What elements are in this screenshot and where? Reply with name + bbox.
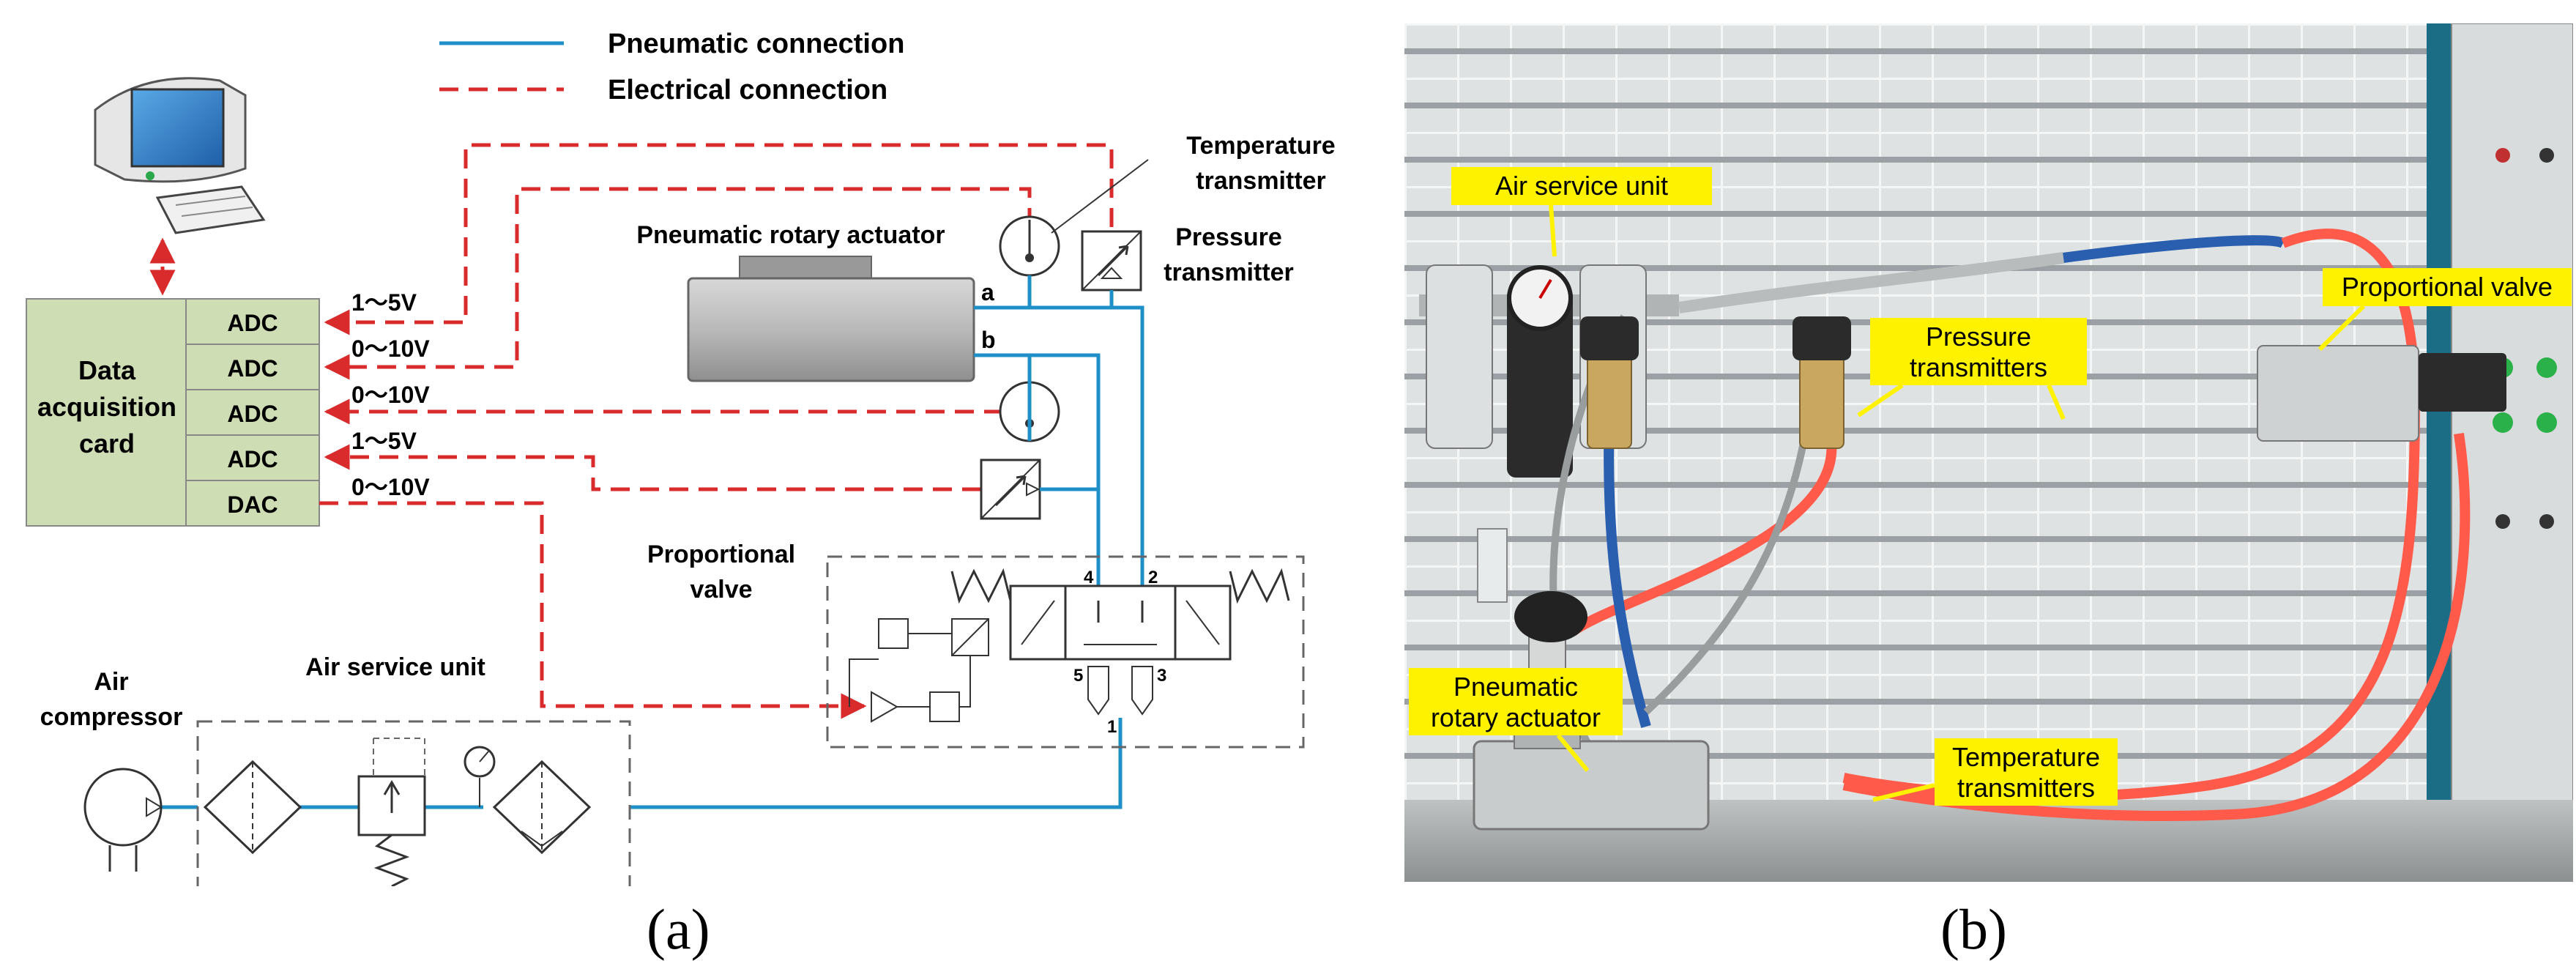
valve-port-label: 5	[1073, 666, 1083, 686]
label-temperature-transmitters: transmitters	[1957, 773, 2095, 803]
pneumatic-connections	[161, 275, 1144, 809]
computer-icon	[94, 77, 266, 234]
temperature-transmitter-leader	[1051, 159, 1149, 234]
valve-port-label: 2	[1148, 568, 1158, 587]
label-pressure-transmitters: Pressure	[1926, 322, 2031, 352]
proportional-valve-label: Proportional	[647, 541, 795, 568]
temperature-transmitter-label: transmitter	[1196, 167, 1326, 195]
air-compressor: Air compressor	[40, 668, 183, 872]
pneumatic-rotary-actuator: Pneumatic rotary actuator a b	[636, 221, 996, 382]
valve-port-label: 1	[1107, 717, 1117, 737]
data-acquisition-card: Data acquisition card ADC ADC ADC ADC DA…	[26, 298, 320, 527]
air-service-unit-photo	[1419, 264, 1679, 478]
legend-electrical-label: Electrical connection	[608, 75, 887, 105]
label-temperature-transmitters: Temperature	[1952, 742, 2100, 772]
label-pressure-transmitters: transmitters	[1910, 352, 2047, 382]
signal-label: 1～5V	[351, 289, 417, 316]
channel-label: ADC	[227, 310, 278, 336]
caption-a: (a)	[647, 897, 710, 961]
air-service-unit-label: Air service unit	[305, 653, 485, 681]
proportional-valve: Proportional valve 4 2 5 3 1	[647, 541, 1305, 749]
caption-b: (b)	[1940, 897, 2007, 961]
rotary-actuator-label: Pneumatic rotary actuator	[636, 221, 945, 249]
port-b-label: b	[981, 327, 996, 353]
daq-title-line-3: card	[79, 428, 135, 459]
air-compressor-label: compressor	[40, 703, 183, 731]
air-service-unit: Air service unit	[196, 653, 631, 886]
experimental-setup-photo: Air service unit Pressure transmitters P…	[1404, 23, 2573, 882]
label-proportional-valve: Proportional valve	[2342, 272, 2553, 302]
valve-port-label: 3	[1157, 666, 1166, 686]
signal-label: 1～5V	[351, 428, 417, 454]
legend: Pneumatic connection Electrical connecti…	[439, 29, 904, 105]
signal-label: 0～10V	[351, 382, 430, 408]
channel-label: ADC	[227, 446, 278, 472]
air-compressor-label: Air	[94, 668, 128, 696]
channel-label: ADC	[227, 355, 278, 382]
pressure-transmitter-label: transmitter	[1164, 259, 1294, 286]
daq-channels: ADC ADC ADC ADC DAC	[186, 310, 319, 518]
temperature-transmitter-label: Temperature	[1186, 132, 1335, 160]
signal-label: 0～10V	[351, 335, 430, 362]
proportional-valve-label: valve	[690, 576, 752, 604]
daq-title-line-1: Data	[78, 355, 136, 385]
pressure-transmitter-top	[1081, 230, 1142, 292]
port-a-label: a	[981, 279, 994, 305]
daq-title-line-2: acquisition	[37, 392, 176, 422]
valve-port-label: 4	[1084, 568, 1094, 587]
label-pneumatic-rotary-actuator: rotary actuator	[1431, 702, 1601, 732]
proportional-valve-photo	[2257, 345, 2506, 442]
channel-label: ADC	[227, 401, 278, 427]
label-air-service-unit: Air service unit	[1495, 171, 1668, 201]
legend-pneumatic-label: Pneumatic connection	[608, 29, 904, 59]
pressure-transmitter-label: Pressure	[1175, 223, 1282, 251]
channel-label: DAC	[227, 491, 278, 518]
photo-labels: Air service unit Pressure transmitters P…	[1409, 167, 2572, 806]
schematic-diagram: Pneumatic connection Electrical connecti…	[26, 29, 1336, 886]
pressure-transmitters-photo	[1580, 316, 1851, 449]
temperature-transmitter-top	[999, 215, 1060, 277]
electrical-connections	[319, 143, 1114, 719]
pressure-transmitter-bottom	[980, 459, 1041, 520]
label-pneumatic-rotary-actuator: Pneumatic	[1453, 672, 1578, 702]
signal-label: 0～10V	[351, 474, 430, 500]
